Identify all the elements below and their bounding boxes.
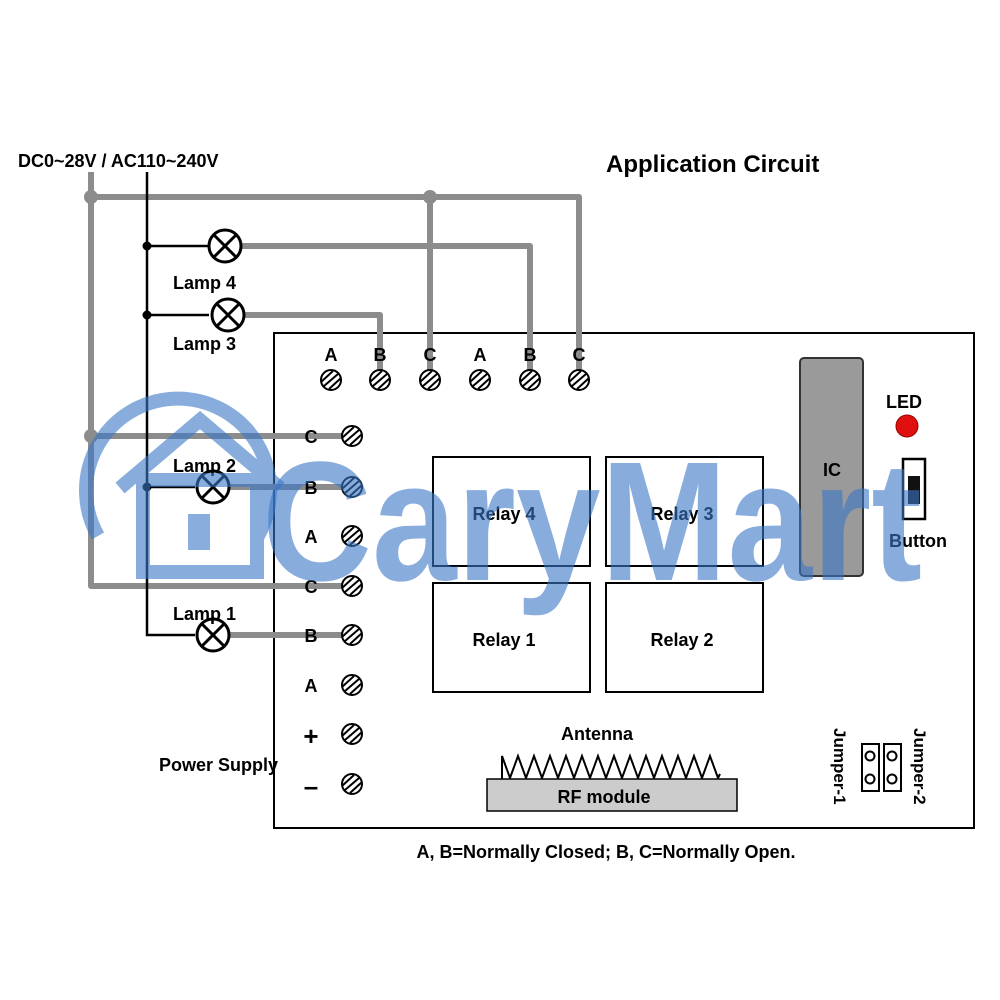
lamp-4: Lamp 4: [173, 228, 243, 293]
junction-dot: [423, 190, 437, 204]
jumper-1-label: Jumper-1: [830, 728, 849, 805]
screw-terminal-icon: [341, 723, 363, 745]
junction-dot: [142, 241, 152, 251]
side-terminal-label: +: [303, 721, 318, 751]
side-terminal-label: C: [305, 577, 318, 597]
lamp-3-label: Lamp 3: [173, 334, 236, 354]
screw-terminal-icon: [341, 425, 363, 447]
lamp-1: Lamp 1: [173, 604, 236, 653]
screw-terminal-icon: [341, 674, 363, 696]
top-terminal-label: A: [325, 345, 338, 365]
screw-terminal-icon: [341, 624, 363, 646]
side-screw-terminals: [341, 425, 363, 795]
watermark-text: CaryMart: [262, 427, 922, 617]
relay-1: Relay 1: [432, 582, 591, 693]
screw-terminal-icon: [341, 476, 363, 498]
screw-terminal-icon: [341, 525, 363, 547]
jumper-2-label: Jumper-2: [910, 728, 929, 805]
top-terminal-label: C: [424, 345, 437, 365]
side-terminal-label: C: [305, 427, 318, 447]
supply-voltage-label: DC0~28V / AC110~240V: [18, 151, 218, 171]
side-terminal-label: –: [304, 771, 318, 801]
lamp-2-label: Lamp 2: [173, 456, 236, 476]
side-terminal-label: B: [305, 478, 318, 498]
controller-board: [273, 332, 975, 829]
carymart-watermark: CaryMart: [79, 391, 922, 617]
relay-2-label: Relay 2: [650, 630, 713, 650]
screw-terminal-icon: [369, 369, 391, 391]
jumper-pins: [861, 743, 902, 792]
top-screw-terminals: [320, 369, 590, 391]
power-supply-label: Power Supply: [159, 755, 278, 775]
led-icon: [895, 414, 919, 438]
screw-terminal-icon: [419, 369, 441, 391]
antenna-coil-icon: [501, 753, 721, 786]
gray-wiring: [86, 172, 582, 638]
screw-terminal-icon: [341, 575, 363, 597]
rf-module: [486, 778, 738, 812]
top-terminal-label: C: [573, 345, 586, 365]
button-label: Button: [889, 531, 947, 551]
screw-terminal-icon: [519, 369, 541, 391]
ic-label: IC: [823, 460, 841, 480]
junction-dot: [84, 190, 98, 204]
screw-terminal-icon: [568, 369, 590, 391]
junction-dot: [142, 310, 152, 320]
led-label: LED: [886, 392, 922, 412]
relay-4-label: Relay 4: [472, 504, 535, 524]
relay-1-label: Relay 1: [472, 630, 535, 650]
contact-note: A, B=Normally Closed; B, C=Normally Open…: [416, 842, 795, 862]
lamp-1-label: Lamp 1: [173, 604, 236, 624]
lamp-4-label: Lamp 4: [173, 273, 236, 293]
house-logo-icon: [79, 391, 285, 579]
top-terminal-label: B: [374, 345, 387, 365]
top-terminal-label: B: [524, 345, 537, 365]
rf-module-label: RF module: [558, 787, 651, 807]
relay-2: Relay 2: [605, 582, 764, 693]
lamp-3: Lamp 3: [173, 297, 246, 354]
relay-3-label: Relay 3: [650, 504, 713, 524]
side-terminal-label: A: [305, 527, 318, 547]
antenna-label: Antenna: [561, 724, 634, 744]
screw-terminal-icon: [469, 369, 491, 391]
screw-terminal-icon: [341, 773, 363, 795]
relay-4: Relay 4: [432, 456, 591, 567]
relay-3: Relay 3: [605, 456, 764, 567]
side-terminal-label: B: [305, 626, 318, 646]
ic-chip: [799, 357, 864, 577]
button-switch-icon[interactable]: [901, 457, 927, 521]
screw-terminal-icon: [320, 369, 342, 391]
diagram-title: Application Circuit: [606, 151, 819, 178]
side-terminal-label: A: [305, 676, 318, 696]
top-terminal-label: A: [474, 345, 487, 365]
